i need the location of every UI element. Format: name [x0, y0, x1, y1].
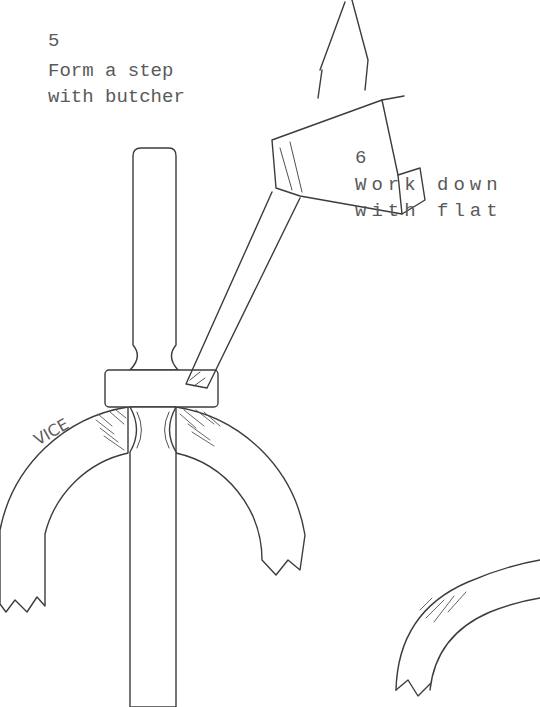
hammer-face — [280, 142, 302, 192]
workpiece-collar — [105, 370, 218, 407]
vice-jaw — [176, 407, 305, 575]
callout-number: 6 — [355, 145, 395, 171]
step-note: Work down with flat — [355, 172, 533, 224]
workpiece-shaft — [130, 407, 176, 707]
vice-jaw — [396, 560, 540, 690]
part-label: VICE — [30, 392, 110, 451]
hammer-head — [272, 100, 402, 214]
vice-break — [396, 680, 430, 696]
workpiece-shaft — [130, 148, 178, 370]
jaw-hatching — [420, 592, 466, 622]
groove-line — [137, 412, 169, 448]
hammer-handle — [318, 0, 368, 98]
hammer-head — [382, 96, 425, 214]
vice-jaw — [430, 598, 540, 690]
butcher-edge — [190, 372, 205, 386]
butcher-tool — [186, 192, 300, 388]
step-note: Form a step with butcher — [48, 58, 198, 110]
callout-number: 5 — [48, 28, 88, 54]
